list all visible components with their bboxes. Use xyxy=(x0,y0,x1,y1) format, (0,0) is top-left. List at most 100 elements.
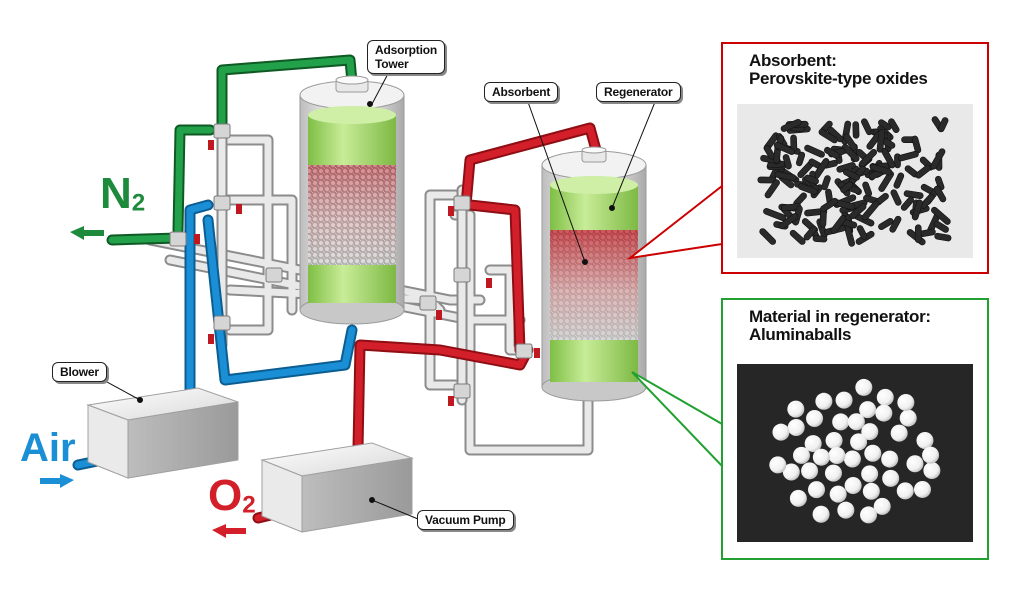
pellet xyxy=(898,150,919,162)
pellet xyxy=(795,151,806,167)
vacuum-pump-label: Vacuum Pump xyxy=(417,510,514,530)
pellet xyxy=(878,218,894,230)
gas-arrows xyxy=(40,226,246,538)
pellet xyxy=(782,154,792,170)
adsorption-tower xyxy=(299,75,405,325)
alumina-ball xyxy=(782,463,800,481)
alumina-ball xyxy=(832,413,850,431)
pellet xyxy=(763,144,776,160)
alumina-ball xyxy=(772,423,790,441)
pellet xyxy=(915,164,932,179)
pellet xyxy=(934,232,952,242)
absorbent-panel: Absorbent: Perovskite-type oxides xyxy=(721,42,989,274)
alumina-ball xyxy=(906,455,924,473)
absorbent-panel-title: Absorbent: Perovskite-type oxides xyxy=(749,51,928,88)
alumina-ball xyxy=(835,391,853,409)
alumina-ball xyxy=(828,447,846,465)
vacuum-pump-box xyxy=(260,442,414,533)
alumina-ball xyxy=(844,477,862,495)
alumina-ball xyxy=(812,505,830,523)
pellet xyxy=(933,185,947,203)
alumina-ball xyxy=(801,462,819,480)
pellet xyxy=(812,235,828,243)
n2-base-text: N xyxy=(100,169,132,218)
o2-base-text: O xyxy=(208,471,243,520)
regenerator-panel-title: Material in regenerator: Aluminaballs xyxy=(749,307,931,344)
o2-gas-label: O2 xyxy=(208,474,256,527)
alumina-ball xyxy=(787,418,805,436)
pellet xyxy=(888,118,900,133)
regenerator-vessel xyxy=(541,146,647,402)
alumina-ball xyxy=(787,400,805,418)
pellet xyxy=(778,213,799,230)
regenerator-material-panel: Material in regenerator: Aluminaballs xyxy=(721,298,989,560)
pellet xyxy=(861,118,873,136)
valves xyxy=(169,123,540,406)
pellet xyxy=(789,229,806,245)
pellet xyxy=(933,220,949,233)
alumina-ball xyxy=(859,401,877,419)
o2-subscript: 2 xyxy=(242,491,256,519)
alumina-ball xyxy=(876,388,894,406)
air-inflow-arrow xyxy=(40,474,74,488)
pellet xyxy=(824,146,840,159)
alumina-ball xyxy=(873,497,891,515)
pellet xyxy=(774,171,797,182)
alumina-ball xyxy=(875,404,893,422)
alumina-ball xyxy=(899,409,917,427)
pellet xyxy=(804,144,825,158)
alumina-ball xyxy=(890,424,908,442)
pellet xyxy=(878,119,892,131)
alumina-ball xyxy=(837,501,855,519)
pellet xyxy=(803,225,817,241)
alumina-ball xyxy=(864,444,882,462)
pellet xyxy=(797,183,818,195)
alumina-photo xyxy=(737,364,973,542)
n2-gas-label: N2 xyxy=(100,172,145,225)
pellet xyxy=(773,141,796,155)
alumina-ball xyxy=(815,392,833,410)
pellet xyxy=(911,199,923,221)
alumina-ball xyxy=(843,450,861,468)
pellet xyxy=(938,117,949,132)
alumina-ball xyxy=(855,378,873,396)
pellet xyxy=(889,215,902,233)
pellet xyxy=(930,148,946,170)
alumina-ball xyxy=(769,456,787,474)
alumina-ball xyxy=(824,464,842,482)
pellet xyxy=(876,129,886,153)
alumina-ball xyxy=(862,482,880,500)
absorbent-label: Absorbent xyxy=(484,82,559,102)
o2-outflow-arrow xyxy=(212,524,246,538)
alumina-ball xyxy=(861,465,879,483)
adsorption-tower-label: Adsorption Tower xyxy=(367,40,445,74)
pellet xyxy=(911,135,922,154)
pellet xyxy=(759,228,777,245)
pellet xyxy=(842,168,861,181)
pellet xyxy=(830,215,847,234)
pellet xyxy=(893,172,905,189)
alumina-ball xyxy=(882,469,900,487)
alumina-ball xyxy=(922,446,940,464)
alumina-balls-image xyxy=(737,364,973,542)
pellet xyxy=(849,203,867,220)
pellet xyxy=(900,196,914,211)
pellet xyxy=(861,200,880,221)
pellet xyxy=(820,197,839,212)
pellet xyxy=(821,175,831,191)
n2-outflow-arrow xyxy=(70,226,104,240)
pellet xyxy=(869,163,893,176)
alumina-ball xyxy=(847,413,865,431)
n2-subscript: 2 xyxy=(131,189,146,217)
pellet xyxy=(856,225,868,240)
pellet xyxy=(931,206,951,225)
alumina-ball xyxy=(829,485,847,503)
n2-pipe xyxy=(106,54,358,246)
alumina-ball xyxy=(923,461,941,479)
regenerator-label: Regenerator xyxy=(596,82,681,102)
alumina-ball xyxy=(789,489,807,507)
alumina-ball xyxy=(913,480,931,498)
alumina-ball xyxy=(812,448,830,466)
alumina-ball xyxy=(808,481,826,499)
